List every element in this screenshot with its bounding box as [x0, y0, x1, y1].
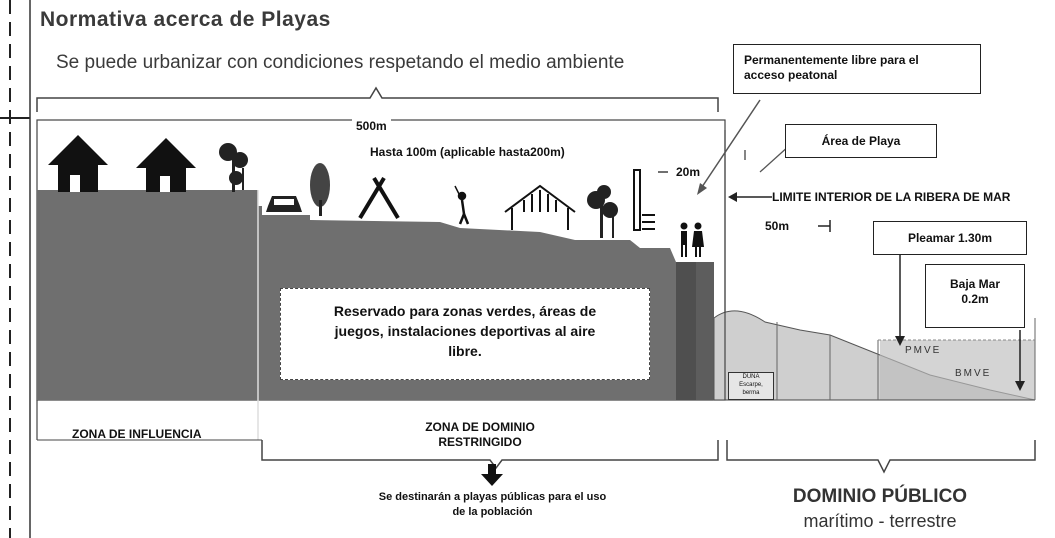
- transit-strip: [676, 262, 696, 400]
- bajamar-line-2: 0.2m: [961, 292, 989, 306]
- destinaran-line-2: de la población: [452, 506, 533, 518]
- destinaran-label: Se destinarán a playas públicas para el …: [320, 490, 665, 520]
- bajamar-line-1: Baja Mar: [949, 277, 1001, 291]
- duna-box: DUNA Escarpe, berma: [728, 372, 774, 400]
- house-icon: [48, 135, 108, 192]
- reservado-box: Reservado para zonas verdes, áreas de ju…: [280, 288, 650, 380]
- acceso-line-2: acceso peatonal: [744, 68, 838, 82]
- page-subtitle: Se puede urbanizar con condiciones respe…: [56, 52, 625, 73]
- acceso-arrow: [699, 99, 761, 191]
- tent-icon: [358, 176, 400, 220]
- house-icon: [136, 138, 196, 192]
- acceso-arrowhead: [697, 183, 707, 195]
- dominio-publico-label: DOMINIO PÚBLICO: [792, 486, 968, 507]
- sea-band: [880, 340, 1035, 400]
- limite-arrowhead: [728, 192, 737, 202]
- brace-top: [36, 86, 719, 112]
- zona-restringido-line-2: RESTRINGIDO: [438, 435, 522, 449]
- people-icon: [680, 222, 704, 257]
- hasta-100m-label: Hasta 100m (aplicable hasta200m): [370, 145, 565, 159]
- tree-icon: [310, 163, 330, 216]
- reservado-line-1: Reservado para zonas verdes, áreas de: [333, 303, 597, 319]
- bmve-label: BMVE: [955, 368, 992, 379]
- zona-influencia-label: ZONA DE INFLUENCIA: [72, 427, 202, 441]
- berma-label: berma: [742, 390, 760, 396]
- acceso-peatonal-box: Permanentemente libre para el acceso pea…: [733, 44, 981, 94]
- brace-dominio: [726, 440, 1036, 474]
- pleamar-box: Pleamar 1.30m: [873, 221, 1027, 255]
- left-edge-marks: [0, 0, 30, 538]
- cliff-strip: [696, 262, 714, 400]
- limite-ribera-label: LIMITE INTERIOR DE LA RIBERA DE MAR: [772, 190, 1011, 205]
- zona-restringido-line-1: ZONA DE DOMINIO: [425, 420, 535, 434]
- distance-50m: 50m: [765, 219, 790, 233]
- distance-500m: 500m: [352, 118, 391, 135]
- page-title: Normativa acerca de Playas: [40, 8, 331, 31]
- pmve-label: PMVE: [905, 345, 942, 356]
- area-playa-box: Área de Playa: [785, 124, 937, 158]
- sign-icon: [633, 169, 655, 231]
- reservado-line-3: libre.: [448, 343, 482, 359]
- arrow-down-icon: [481, 464, 503, 486]
- maritimo-terrestre-label: marítimo - terrestre: [803, 511, 957, 531]
- zona-restringido-label: ZONA DE DOMINIO RESTRINGIDO: [350, 420, 610, 450]
- distance-20m: 20m: [674, 165, 703, 180]
- white-patch: [262, 126, 312, 162]
- duna-label: DUNA: [742, 374, 760, 380]
- tree-icon: [587, 185, 618, 238]
- pleamar-arrowhead: [895, 336, 905, 346]
- bajamar-box: Baja Mar 0.2m: [925, 264, 1025, 328]
- car-icon: [266, 196, 302, 212]
- white-patch-bottom: [735, 410, 1025, 438]
- destinaran-line-1: Se destinarán a playas públicas para el …: [378, 491, 607, 503]
- reservado-line-2: juegos, instalaciones deportivas al aire: [334, 323, 596, 339]
- bajamar-arrowhead: [1015, 381, 1025, 391]
- tree-icon: [219, 143, 248, 192]
- escarpe-label: Escarpe,: [739, 382, 763, 388]
- golfer-icon: [454, 185, 470, 225]
- acceso-line-1: Permanentemente libre para el: [744, 53, 919, 67]
- gazebo-icon: [504, 184, 576, 230]
